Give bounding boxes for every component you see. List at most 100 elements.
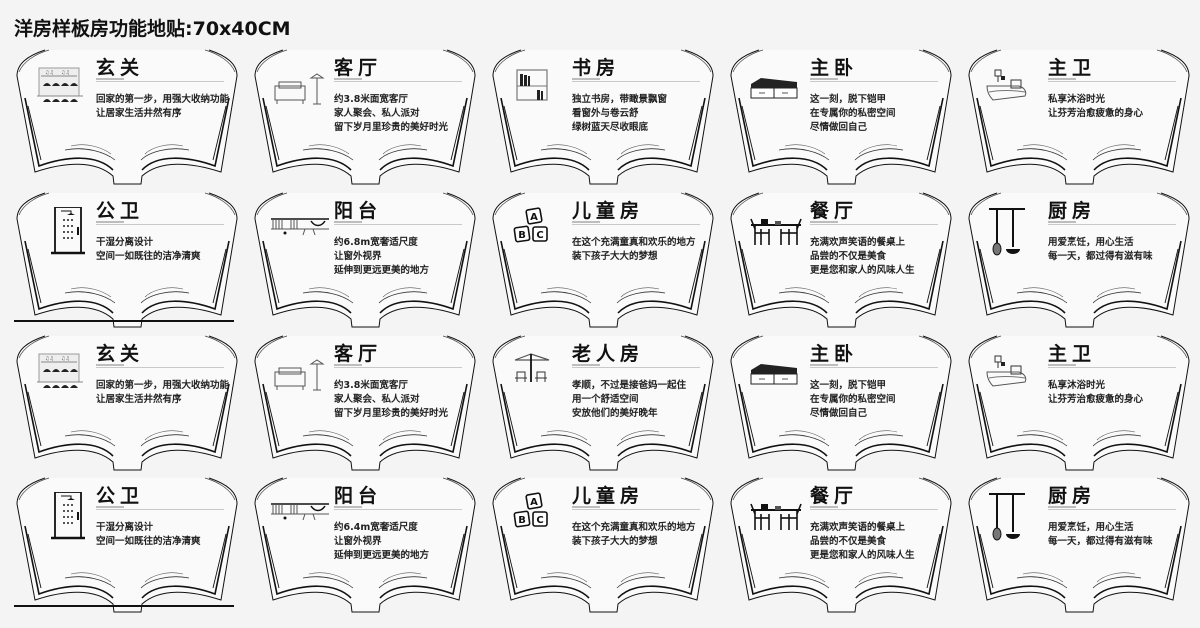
baseline-divider-row4 bbox=[14, 605, 234, 607]
svg-text:C: C bbox=[536, 230, 543, 241]
subtitle-mark bbox=[810, 221, 838, 223]
room-description: 孝顺，不过是接爸妈一起住用一个舒适空间安放他们的美好晚年 bbox=[572, 379, 686, 421]
bathtub-icon bbox=[985, 64, 1043, 114]
room-card-2: 客厅 约3.8米面宽客厅家人聚会、私人派对留下岁月里珍贵的美好时光 bbox=[243, 42, 481, 185]
title-divider bbox=[334, 224, 462, 225]
description-line: 留下岁月里珍贵的美好时光 bbox=[334, 408, 449, 419]
bathtub-icon bbox=[985, 350, 1043, 400]
description-line: 约6.4m宽奢适尺度 bbox=[334, 522, 418, 533]
description-line: 干湿分离设计 bbox=[96, 237, 154, 248]
title-divider bbox=[96, 81, 224, 82]
room-title: 玄关 bbox=[96, 57, 145, 79]
subtitle-mark bbox=[1048, 78, 1076, 80]
description-line: 绿树蓝天尽收眼底 bbox=[572, 122, 649, 133]
room-title: 儿童房 bbox=[572, 485, 645, 507]
description-line: 让窗外视界 bbox=[334, 536, 382, 547]
room-description: 独立书房，带瞰景飘窗看窗外与卷云舒绿树蓝天尽收眼底 bbox=[572, 93, 667, 135]
bed-icon bbox=[747, 64, 805, 114]
description-line: 用一个舒适空间 bbox=[572, 394, 639, 405]
subtitle-mark bbox=[334, 78, 362, 80]
room-card-20: 厨房 用爱烹饪，用心生活每一天，都过得有滋有味 bbox=[957, 470, 1195, 613]
room-card-10: 厨房 用爱烹饪，用心生活每一天，都过得有滋有味 bbox=[957, 185, 1195, 328]
room-title: 客厅 bbox=[334, 57, 383, 79]
description-line: 尽情做回自己 bbox=[810, 122, 868, 133]
title-divider bbox=[572, 509, 700, 510]
room-card-11: ♫♫♫♫ 玄关 回家的第一步，用强大收纳功能让居家生活井然有序 bbox=[5, 328, 243, 471]
room-description: 干湿分离设计空间一如既往的洁净清爽 bbox=[96, 521, 201, 549]
room-title: 阳台 bbox=[334, 485, 383, 507]
kitchen-utensils-icon bbox=[985, 207, 1043, 257]
description-line: 延伸到更远更美的地方 bbox=[334, 265, 430, 276]
description-line: 让居家生活井然有序 bbox=[96, 108, 182, 119]
page-title: 洋房样板房功能地贴:70x40CM bbox=[14, 18, 291, 40]
description-line: 约3.8米面宽客厅 bbox=[334, 94, 408, 105]
room-card-7: 阳台 约6.8m宽奢适尺度让窗外视界延伸到更远更美的地方 bbox=[243, 185, 481, 328]
description-line: 回家的第一步，用强大收纳功能 bbox=[96, 380, 230, 391]
description-line: 用爱烹饪，用心生活 bbox=[1048, 522, 1134, 533]
room-title: 老人房 bbox=[572, 343, 645, 365]
description-line: 空间一如既往的洁净清爽 bbox=[96, 536, 201, 547]
description-line: 这一刻，脱下铠甲 bbox=[810, 94, 887, 105]
room-card-3: 书房 独立书房，带瞰景飘窗看窗外与卷云舒绿树蓝天尽收眼底 bbox=[481, 42, 719, 185]
open-book-outline bbox=[254, 477, 476, 613]
room-description: 回家的第一步，用强大收纳功能让居家生活井然有序 bbox=[96, 93, 229, 121]
title-divider bbox=[1048, 509, 1176, 510]
room-title: 餐厅 bbox=[810, 485, 859, 507]
room-description: 用爱烹饪，用心生活每一天，都过得有滋有味 bbox=[1048, 236, 1153, 264]
room-title: 儿童房 bbox=[572, 200, 645, 222]
room-description: 这一刻，脱下铠甲在专属你的私密空间尽情做回自己 bbox=[810, 93, 896, 135]
svg-text:♫♫: ♫♫ bbox=[45, 70, 54, 76]
description-line: 在专属你的私密空间 bbox=[810, 394, 896, 405]
room-description: 用爱烹饪，用心生活每一天，都过得有滋有味 bbox=[1048, 521, 1153, 549]
open-book-outline bbox=[968, 335, 1190, 471]
description-line: 在专属你的私密空间 bbox=[810, 108, 896, 119]
room-card-5: 主卫 私享沐浴时光让芬芳治愈疲惫的身心 bbox=[957, 42, 1195, 185]
subtitle-mark bbox=[810, 506, 838, 508]
description-line: 独立书房，带瞰景飘窗 bbox=[572, 94, 668, 105]
shoe-cabinet-icon: ♫♫♫♫ bbox=[33, 350, 91, 400]
room-title: 公卫 bbox=[96, 200, 145, 222]
title-divider bbox=[572, 81, 700, 82]
room-title: 玄关 bbox=[96, 343, 145, 365]
title-divider bbox=[572, 224, 700, 225]
open-book-outline bbox=[968, 477, 1190, 613]
subtitle-mark bbox=[572, 221, 600, 223]
room-title: 阳台 bbox=[334, 200, 383, 222]
room-description: 约3.8米面宽客厅家人聚会、私人派对留下岁月里珍贵的美好时光 bbox=[334, 93, 448, 135]
parasol-chairs-icon bbox=[509, 350, 567, 400]
description-line: 孝顺，不过是接爸妈一起住 bbox=[572, 380, 687, 391]
title-divider bbox=[810, 224, 938, 225]
description-line: 这一刻，脱下铠甲 bbox=[810, 380, 887, 391]
description-line: 安放他们的美好晚年 bbox=[572, 408, 658, 419]
description-line: 空间一如既往的洁净清爽 bbox=[96, 251, 201, 262]
baseline-divider-row2 bbox=[14, 320, 234, 322]
description-line: 家人聚会、私人派对 bbox=[334, 394, 420, 405]
description-line: 品尝的不仅是美食 bbox=[810, 536, 887, 547]
bookshelf-icon bbox=[509, 64, 567, 114]
title-divider bbox=[810, 367, 938, 368]
open-book-outline bbox=[730, 477, 952, 613]
subtitle-mark bbox=[1048, 364, 1076, 366]
description-line: 装下孩子大大的梦想 bbox=[572, 536, 658, 547]
description-line: 让芬芳治愈疲惫的身心 bbox=[1048, 394, 1144, 405]
open-book-outline bbox=[968, 192, 1190, 328]
open-book-outline bbox=[492, 49, 714, 185]
description-line: 充满欢声笑语的餐桌上 bbox=[810, 237, 906, 248]
room-title: 主卧 bbox=[810, 57, 859, 79]
subtitle-mark bbox=[1048, 506, 1076, 508]
description-line: 每一天，都过得有滋有味 bbox=[1048, 251, 1153, 262]
description-line: 装下孩子大大的梦想 bbox=[572, 251, 658, 262]
room-card-15: 主卫 私享沐浴时光让芬芳治愈疲惫的身心 bbox=[957, 328, 1195, 471]
description-line: 干湿分离设计 bbox=[96, 522, 154, 533]
subtitle-mark bbox=[96, 78, 124, 80]
description-line: 品尝的不仅是美食 bbox=[810, 251, 887, 262]
room-title: 餐厅 bbox=[810, 200, 859, 222]
room-card-13: 老人房 孝顺，不过是接爸妈一起住用一个舒适空间安放他们的美好晚年 bbox=[481, 328, 719, 471]
room-card-17: 阳台 约6.4m宽奢适尺度让窗外视界延伸到更远更美的地方 bbox=[243, 470, 481, 613]
description-line: 用爱烹饪，用心生活 bbox=[1048, 237, 1134, 248]
room-title: 书房 bbox=[572, 57, 621, 79]
subtitle-mark bbox=[96, 221, 124, 223]
open-book-outline bbox=[492, 335, 714, 471]
